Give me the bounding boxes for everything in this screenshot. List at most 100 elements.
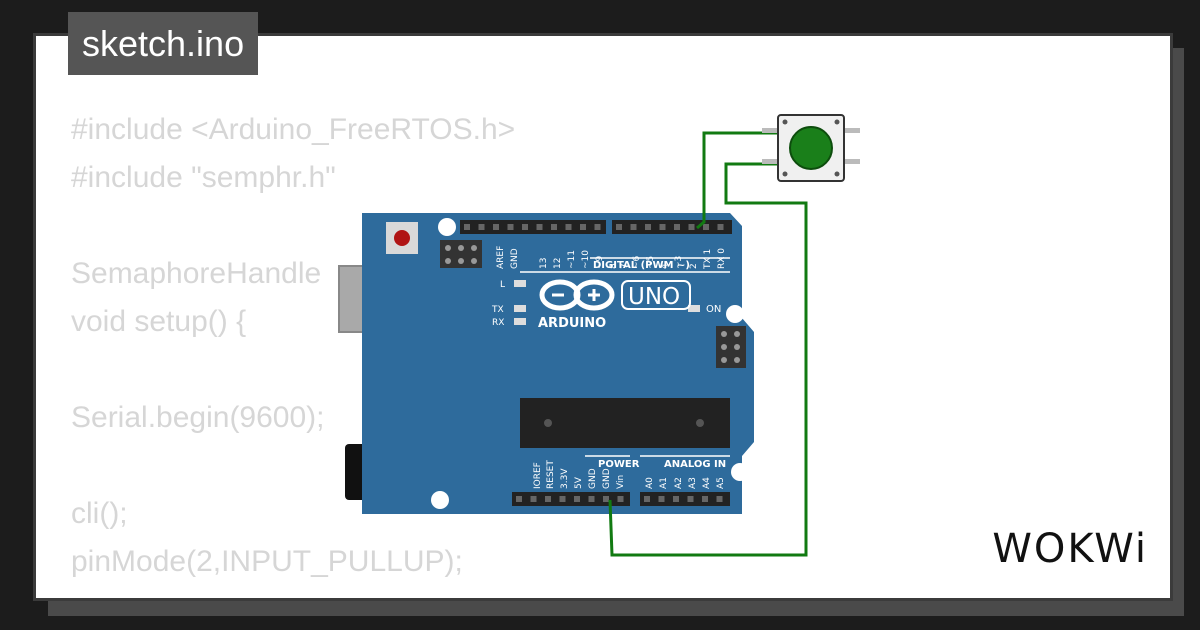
header-pin[interactable]	[559, 496, 566, 502]
header-pin[interactable]	[703, 224, 709, 230]
microcontroller-chip	[520, 398, 730, 448]
brand-label: ARDUINO	[538, 316, 606, 331]
on-label: ON	[706, 304, 721, 315]
header-pin[interactable]	[594, 224, 601, 230]
code-line: #include <Arduino_FreeRTOS.h>	[71, 113, 516, 146]
mount-hole	[726, 305, 744, 323]
led-on	[688, 305, 700, 312]
header-pin[interactable]	[674, 224, 680, 230]
wire-gnd-to-button[interactable]	[608, 162, 808, 557]
code-line: EICRA = 0	[71, 586, 515, 598]
header-pin[interactable]	[464, 224, 470, 230]
pushbutton[interactable]	[762, 114, 860, 182]
digital-header-right	[612, 220, 732, 234]
digital-header-left	[460, 220, 606, 234]
wire-pin2-to-button[interactable]	[696, 131, 780, 230]
code-preview: #include <Arduino_FreeRTOS.h> #include "s…	[71, 106, 516, 598]
header-pin[interactable]	[717, 224, 724, 230]
header-pins	[464, 224, 724, 502]
digital-header-label: DIGITAL (PWM ~)	[593, 260, 690, 271]
led-label-l: L	[500, 280, 505, 290]
pin-label: A1	[659, 477, 669, 489]
pin-label: IOREF	[533, 462, 543, 489]
header-pin[interactable]	[688, 224, 695, 230]
pin-label: 12	[553, 258, 563, 269]
header-pin[interactable]	[617, 496, 624, 502]
led-label-tx: TX	[491, 305, 504, 315]
pin-label: TX 1	[703, 249, 713, 270]
uno-label-box	[621, 280, 691, 310]
code-line: #include "semphr.h"	[71, 161, 336, 194]
header-pin[interactable]	[551, 224, 557, 230]
header-pin[interactable]	[478, 224, 485, 230]
pin-label: AREF	[496, 246, 506, 269]
header-pin[interactable]	[658, 496, 665, 502]
led-l	[514, 280, 526, 287]
header-pin[interactable]	[522, 224, 528, 230]
analog-label: ANALOG IN	[664, 459, 726, 470]
header-pin[interactable]	[516, 496, 522, 502]
pin-label: ~10	[581, 250, 591, 269]
header-pin[interactable]	[616, 224, 622, 230]
model-label: UNO	[628, 284, 680, 310]
pin-label: A0	[645, 477, 655, 489]
button-leg	[842, 159, 860, 164]
header-pin[interactable]	[588, 496, 595, 502]
header-pin[interactable]	[687, 496, 694, 502]
header-pin[interactable]	[659, 224, 666, 230]
pin-label: 4	[660, 263, 670, 269]
code-line: cli();	[71, 497, 128, 530]
header-pin[interactable]	[493, 224, 499, 230]
header-pin[interactable]	[673, 496, 679, 502]
led-label-rx: RX	[492, 318, 504, 328]
pin-label: ~3	[674, 256, 684, 269]
header-pin[interactable]	[536, 224, 543, 230]
mount-hole	[438, 218, 456, 236]
file-name-tab[interactable]: sketch.ino	[68, 12, 259, 75]
header-pin[interactable]	[716, 496, 723, 502]
header-pin[interactable]	[574, 496, 580, 502]
pin-label: ~6	[632, 255, 642, 269]
header-pin[interactable]	[702, 496, 708, 502]
button-leg	[762, 159, 780, 164]
button-cap[interactable]	[789, 126, 833, 170]
pin-label: A2	[674, 477, 684, 489]
led-tx	[514, 305, 526, 312]
header-pin[interactable]	[603, 496, 609, 502]
header-pin[interactable]	[545, 496, 551, 502]
reset-button-cap	[394, 230, 410, 246]
pin-label: RESET	[546, 460, 556, 489]
pin-label: A5	[716, 477, 726, 489]
code-line: SemaphoreHandle	[71, 257, 322, 290]
header-pin[interactable]	[630, 224, 637, 230]
pin-label: Vin	[616, 475, 626, 489]
mount-hole	[431, 491, 449, 509]
header-pin[interactable]	[645, 224, 651, 230]
code-line: Serial.begin(9600);	[71, 401, 325, 434]
pin-label: ~5	[646, 256, 656, 269]
code-line: void setup() {	[71, 305, 247, 338]
pin-label: ~9	[595, 255, 605, 269]
header-pin[interactable]	[530, 496, 537, 502]
pin-label: 7	[620, 263, 630, 269]
pin-label: 3.3V	[560, 468, 570, 489]
button-leg	[762, 128, 780, 133]
pin-label: 13	[539, 258, 549, 269]
led-rx	[514, 318, 526, 325]
power-header	[512, 492, 630, 506]
wokwi-logo: WOKWi	[992, 526, 1148, 572]
pin-label: GND	[602, 468, 612, 489]
header-pin[interactable]	[565, 224, 572, 230]
icsp-header-right	[716, 326, 746, 368]
header-pin[interactable]	[580, 224, 586, 230]
pin-label: GND	[588, 468, 598, 489]
arduino-logo-icon	[539, 279, 615, 311]
pin-label: 5V	[574, 476, 584, 489]
header-pin[interactable]	[644, 496, 650, 502]
pin-label: 2	[689, 263, 699, 269]
icsp-header-top	[440, 240, 482, 268]
header-pin[interactable]	[507, 224, 514, 230]
